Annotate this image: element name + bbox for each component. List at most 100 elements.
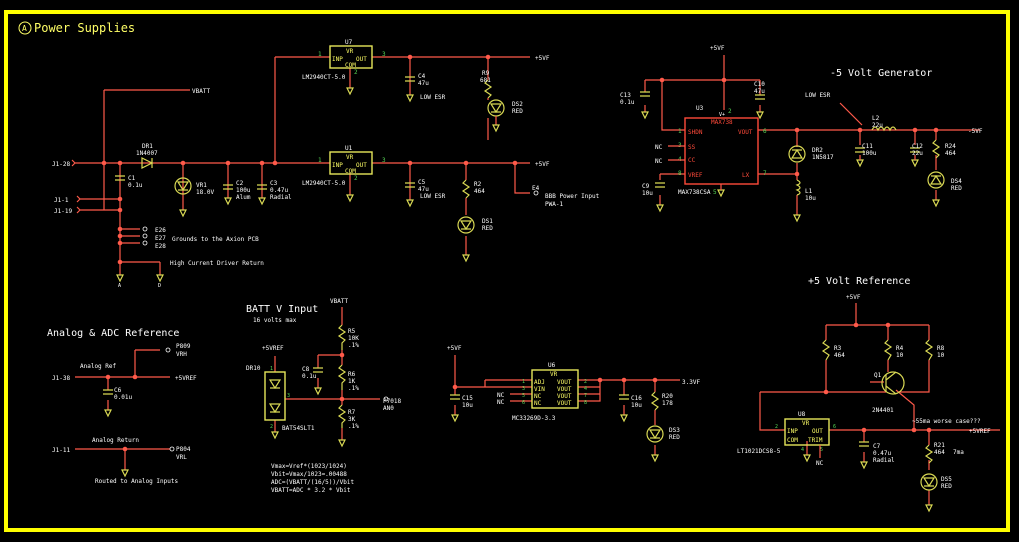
net-3v3: 3.3VF <box>682 379 700 386</box>
ds3-led <box>646 425 664 443</box>
c15-value: 10u <box>462 402 473 409</box>
title-marker-circle <box>18 21 32 35</box>
l2-ref: L2 <box>872 115 880 122</box>
u3-num-7: 7 <box>763 170 767 177</box>
u3-pin-lx: LX <box>742 172 750 179</box>
l1-ref: L1 <box>805 188 813 195</box>
r6-ref: R6 <box>348 371 356 378</box>
u7-out-label: OUT <box>356 56 367 63</box>
c2-capacitor <box>223 184 233 190</box>
u8-part: LT1021DCS8-5 <box>737 448 781 455</box>
dr10-part: BAT54SLT1 <box>282 425 315 432</box>
e27-ref: E27 <box>155 235 166 242</box>
r2-ref: R2 <box>474 181 482 188</box>
c16-value: 10u <box>631 402 642 409</box>
u3-pin-vref: VREF <box>688 172 703 179</box>
ground-symbols-left <box>116 87 500 283</box>
ds5-ref: DS5 <box>941 476 952 483</box>
u6-3v3-supply: +5VF 3.3VF U6 VR ADJ VIN NC NC VOUT VOUT… <box>447 345 700 463</box>
r2-resistor <box>461 179 471 199</box>
c9-value: 10u <box>642 190 653 197</box>
u6-num-1: 1 <box>522 379 525 385</box>
ground-symbols-analog <box>104 409 129 478</box>
r7-resistor <box>337 404 347 428</box>
u6-nc2: NC <box>497 399 505 406</box>
conn-j1-11: J1-11 <box>52 447 70 454</box>
r4-ref: R4 <box>896 345 904 352</box>
u3-num-8: 8 <box>678 170 682 177</box>
u6-num-3: 3 <box>522 386 525 392</box>
ds1-color: RED <box>482 225 493 232</box>
r3-value: 464 <box>834 352 845 359</box>
u7-part: LM2940CT-5.0 <box>302 74 346 81</box>
u6-vr-label: VR <box>550 371 558 378</box>
c15-ref: C15 <box>462 395 473 402</box>
q1-transistor <box>881 371 905 395</box>
u6-num-8: 8 <box>584 400 587 406</box>
r9-resistor <box>483 79 493 99</box>
c12-value: 22u <box>912 150 923 157</box>
net-5vref-analog: +5VREF <box>175 375 197 382</box>
net-5vf-top: +5VF <box>535 55 550 62</box>
c5-value: 47u <box>418 186 429 193</box>
c9-capacitor <box>655 182 665 188</box>
u6-part: MC33269D-3.3 <box>512 415 556 422</box>
u8-vr-label: VR <box>802 420 810 427</box>
ref5v-section: +5 Volt Reference +5VF R3 464 R4 10 R8 1… <box>737 276 1000 513</box>
u1-pin2: 2 <box>354 175 358 182</box>
c10-ref: C10 <box>754 81 765 88</box>
e4-ref: E4 <box>532 185 540 192</box>
c6-value: 0.01u <box>114 394 132 401</box>
r9-value: 681 <box>480 77 491 84</box>
c1-capacitor <box>115 175 125 181</box>
u6-pin-adj: ADJ <box>534 379 545 386</box>
net-vbatt: VBATT <box>192 88 210 95</box>
dr2-diode <box>788 145 806 163</box>
u3-num-1: 1 <box>678 128 682 135</box>
c5-ref: C5 <box>418 179 426 186</box>
net-vbatt-batt: VBATT <box>330 298 348 305</box>
equation-3: ADC=(VBATT/(16/5))/Vbit <box>271 479 354 486</box>
u6-num-4: 4 <box>584 386 587 392</box>
u3-nc-ss: NC <box>655 144 663 151</box>
dr1-ref: DR1 <box>142 143 153 150</box>
u3-pin-ss: SS <box>688 144 696 151</box>
equation-2: Vbit=Vmax/1023=.00488 <box>271 471 347 478</box>
c8-value: 0.1u <box>302 373 317 380</box>
equation-4: VBATT=ADC * 3.2 * Vbit <box>271 487 351 494</box>
u1-inp-label: INP <box>332 162 343 169</box>
u6-5vf-net: +5VF <box>447 345 462 352</box>
u8-pin6: 6 <box>833 424 836 430</box>
u8-pin2: 2 <box>775 424 778 430</box>
u3-pin-vplus: V+ <box>719 112 725 118</box>
title-marker: A <box>22 24 27 33</box>
q1-ref: Q1 <box>874 372 882 379</box>
r7-ref: R7 <box>348 409 356 416</box>
net-5vref-out: +5VREF <box>969 428 991 435</box>
sheet-border <box>4 10 1010 532</box>
c2-ref: C2 <box>236 180 244 187</box>
u1-part: LM2940CT-5.0 <box>302 180 346 187</box>
r4-value: 10 <box>896 352 904 359</box>
c7-type: Radial <box>873 457 895 464</box>
hcdr-note: High Current Driver Return <box>170 260 264 267</box>
ds5-color: RED <box>941 483 952 490</box>
r8-resistor <box>924 339 934 361</box>
c8-ref: C8 <box>302 366 310 373</box>
u1-pin1: 1 <box>318 157 322 164</box>
q1-part: 2N4401 <box>872 407 894 414</box>
ds3-ref: DS3 <box>669 427 680 434</box>
c11-capacitor <box>855 147 865 153</box>
dr1-value: 1N4007 <box>136 150 158 157</box>
r24-ref: R24 <box>945 143 956 150</box>
section-neg5: -5 Volt Generator <box>830 68 932 79</box>
u8-inp-label: INP <box>787 428 798 435</box>
u7-com-label: COM <box>345 62 356 69</box>
vrh-label: VRH <box>176 351 187 358</box>
c7-ref: C7 <box>873 443 881 450</box>
r6-resistor <box>337 364 347 390</box>
u7-pin1: 1 <box>318 51 322 58</box>
u3-num-5: 5 <box>713 189 717 196</box>
u1-regulator <box>329 151 373 175</box>
